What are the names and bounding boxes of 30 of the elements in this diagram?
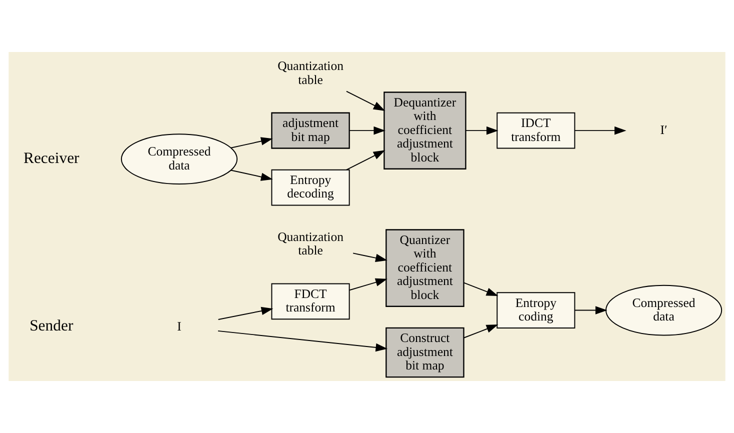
node-box: FDCT transform bbox=[271, 283, 350, 320]
arrow bbox=[346, 90, 386, 111]
label: Sender bbox=[30, 318, 74, 335]
label: Receiver bbox=[23, 150, 80, 167]
node-text: Quantization table bbox=[278, 59, 344, 87]
node-box: Entropy coding bbox=[496, 292, 576, 328]
node-box: Construct adjustment bit map bbox=[386, 327, 464, 378]
arrow bbox=[230, 170, 273, 181]
node-text: Quantization table bbox=[278, 230, 344, 258]
node-text: I′ bbox=[660, 122, 668, 137]
node-text: I bbox=[177, 319, 182, 334]
arrow bbox=[230, 137, 273, 148]
arrow bbox=[463, 324, 498, 338]
arrow bbox=[218, 330, 388, 352]
arrow bbox=[574, 306, 608, 314]
node-box: Dequantizer with coefficient adjustment block bbox=[384, 92, 466, 170]
node-box: adjustment bit map bbox=[271, 112, 350, 149]
arrow bbox=[346, 150, 386, 170]
node-box: Entropy decoding bbox=[271, 169, 350, 206]
node-ellipse: Compressed data bbox=[605, 284, 722, 336]
node-box: Quantizer with coefficient adjustment block bbox=[386, 229, 464, 307]
arrow bbox=[465, 126, 498, 135]
arrow bbox=[463, 282, 498, 296]
arrow bbox=[352, 252, 388, 262]
arrow bbox=[218, 306, 274, 320]
node-box: IDCT transform bbox=[496, 112, 576, 149]
arrow bbox=[349, 278, 388, 291]
arrow bbox=[349, 126, 386, 135]
node-ellipse: Compressed data bbox=[120, 134, 238, 184]
arrow bbox=[574, 126, 626, 135]
